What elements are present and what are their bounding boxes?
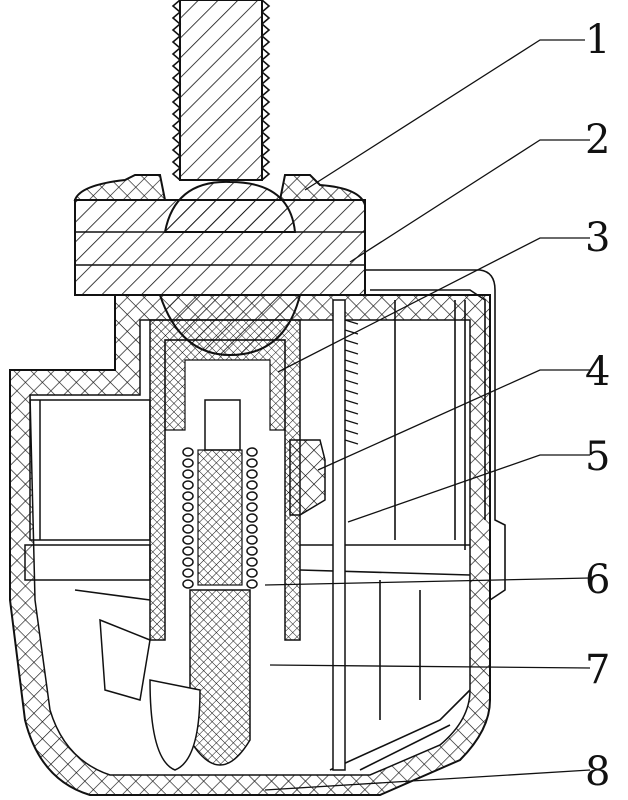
ratchet-tooth [344,339,359,345]
spring-coil-left [182,469,194,479]
spring-coil-left [182,447,194,457]
spring-coil-right [246,568,258,578]
spring-coil-left [182,491,194,501]
spring-coil-right [246,458,258,468]
spring-coil-left [182,579,194,589]
spring-coil-right [246,524,258,534]
part-label-7: 7 [585,647,611,693]
lever [289,439,326,516]
spring-coil-left [182,524,194,534]
right-housing [299,269,506,771]
spring-coil-left [182,568,194,578]
part-label-1: 1 [585,17,611,63]
part-label-3: 3 [585,215,611,261]
spring-coil-right [246,579,258,589]
spring-coil-left [182,546,194,556]
ratchet-tooth [344,379,359,385]
ball [163,180,297,233]
plunger [189,589,251,766]
spring-coil-right [246,491,258,501]
spring-coil-right [246,535,258,545]
threaded-stem [171,0,271,181]
spring [182,447,258,589]
ratchet-tooth [344,429,359,435]
part-label-4: 4 [585,349,611,395]
ratchet-tooth [344,409,359,415]
ratchet-tooth [344,319,359,325]
ratchet-tooth [344,349,359,355]
spring-coil-left [182,557,194,567]
ratchet-tooth [344,419,359,425]
spring-coil-right [246,469,258,479]
ratchet-tooth [344,359,359,365]
spring-coil-left [182,535,194,545]
shaft [332,299,359,771]
spring-coil-left [182,480,194,490]
part-label-6: 6 [585,557,611,603]
part-label-8: 8 [585,749,611,795]
ratchet-tooth [344,389,359,395]
ratchet-tooth [344,399,359,405]
spring-coil-right [246,557,258,567]
spring-coil-right [246,480,258,490]
part-label-5: 5 [585,434,611,480]
spring-coil-right [246,546,258,556]
spring-coil-left [182,458,194,468]
ratchet-tooth [344,369,359,375]
ratchet-tooth [344,329,359,335]
spring-coil-left [182,513,194,523]
ratchet-tooth [344,439,359,445]
spring-coil-right [246,513,258,523]
pin [204,399,241,451]
spring-coil-right [246,447,258,457]
top-dome [73,174,366,206]
leader-lines [264,39,591,791]
spring-coil-right [246,502,258,512]
part-label-2: 2 [585,117,611,163]
spring-coil-left [182,502,194,512]
